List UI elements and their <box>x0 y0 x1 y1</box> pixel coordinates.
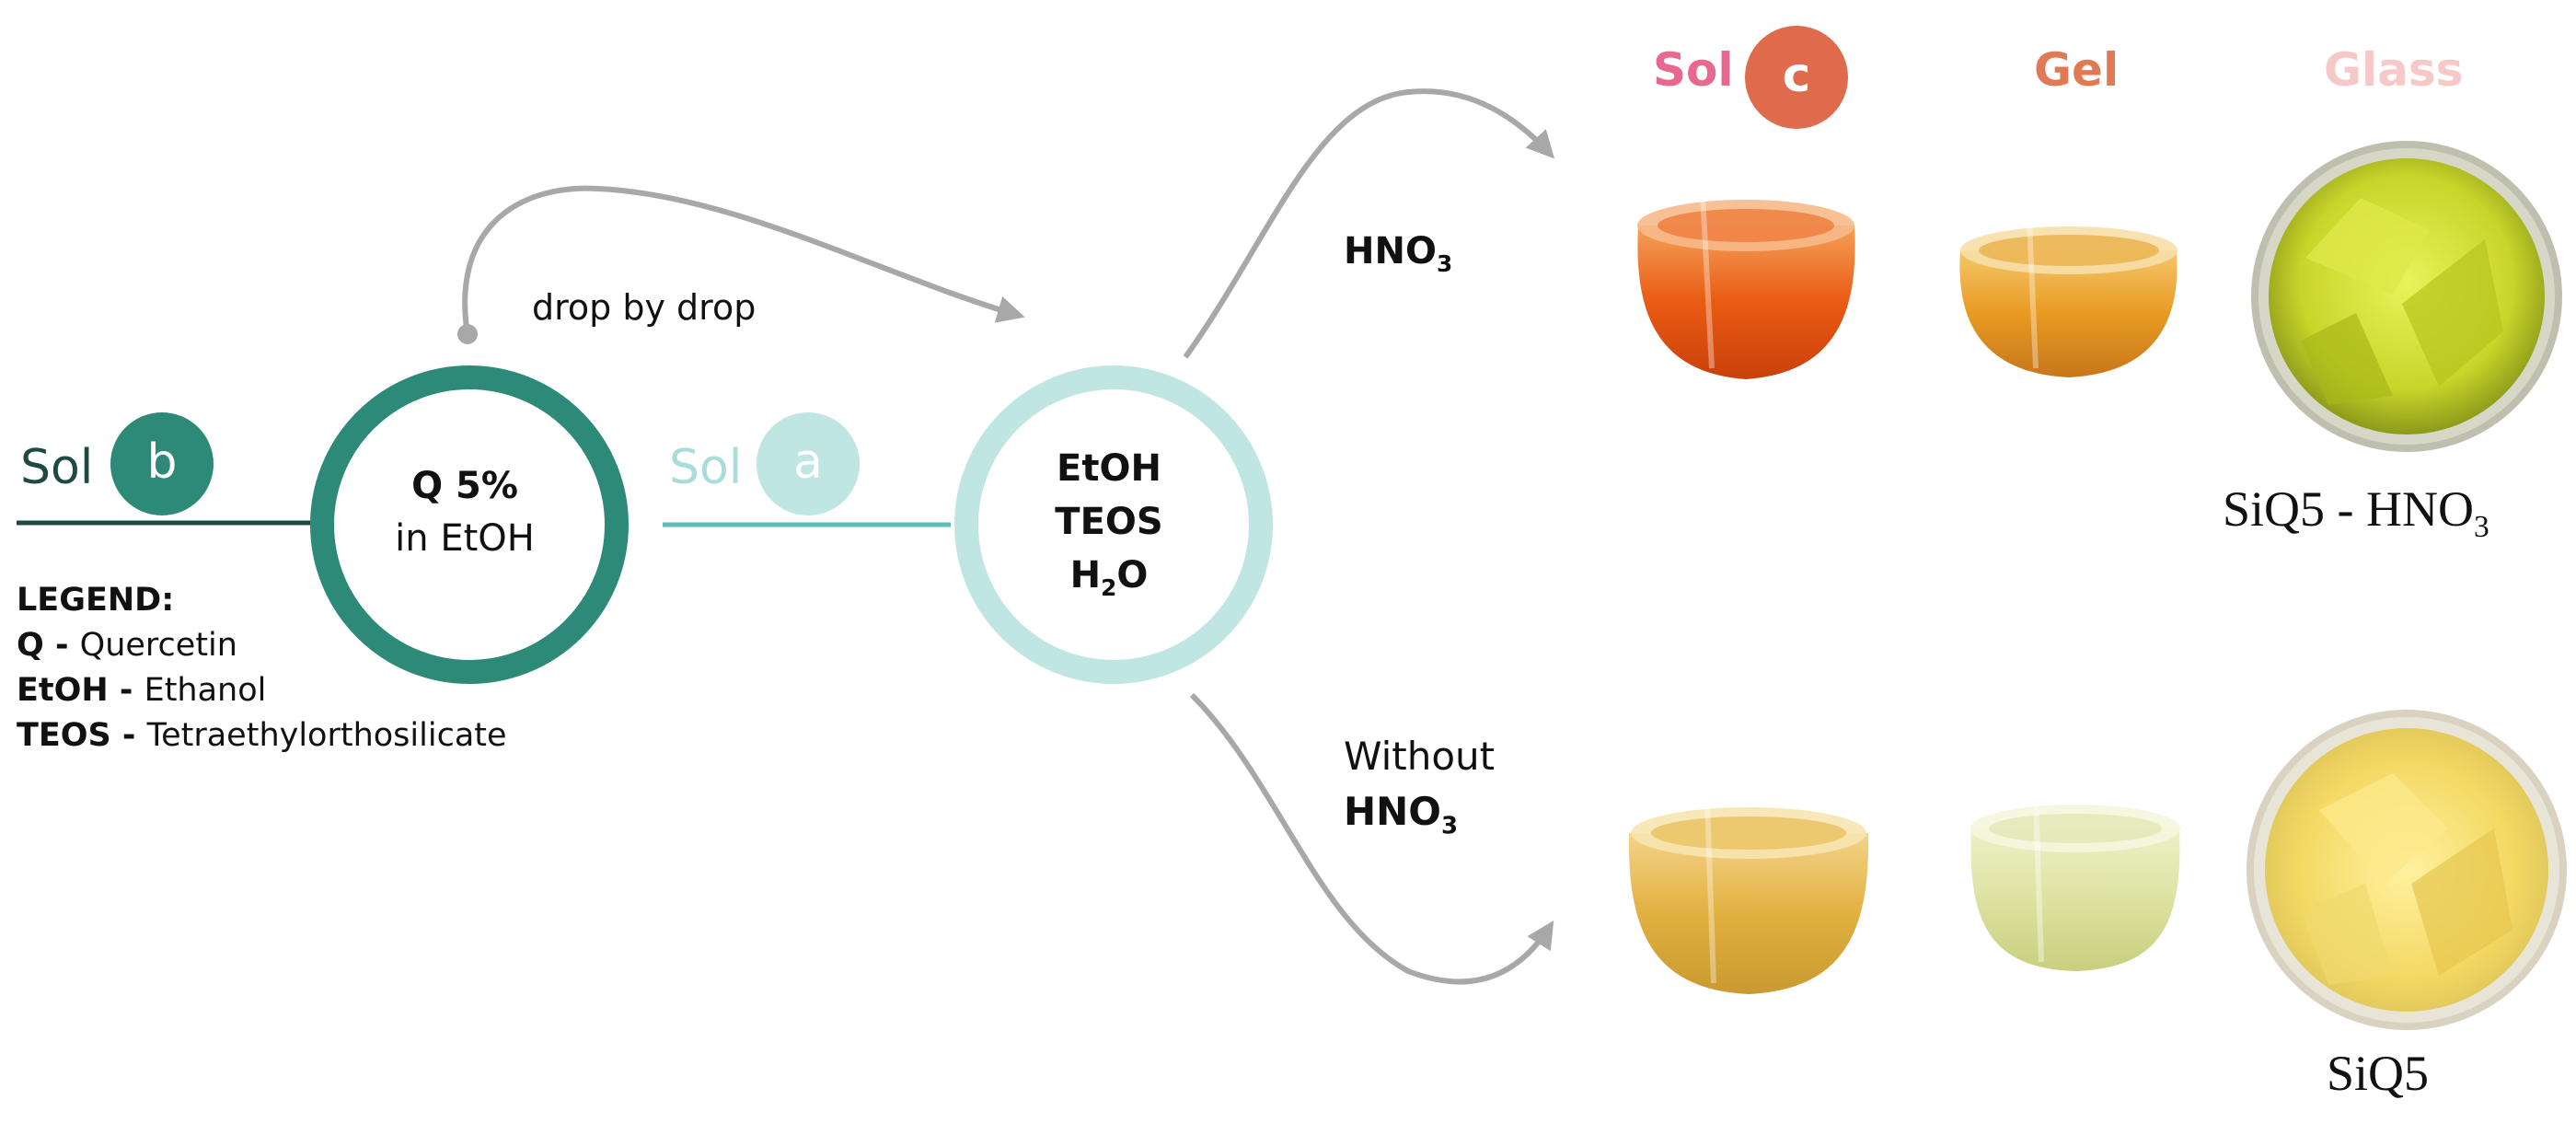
legend-sep: - <box>108 672 144 709</box>
column-title-glass: Glass <box>2324 43 2464 97</box>
sample-top-text: SiQ5 - HNO <box>2223 481 2475 537</box>
legend-sep: - <box>43 627 80 664</box>
branch-top-arrow <box>1183 88 1555 359</box>
drop-arrow <box>462 185 1025 335</box>
legend-key: TEOS <box>17 717 111 754</box>
hno-sub: 3 <box>1441 812 1459 840</box>
sample-top-sub: 3 <box>2474 509 2489 544</box>
mix-circle <box>954 365 1273 684</box>
sol-top-beaker <box>1637 192 1855 379</box>
sample-label-top: SiQ5 - HNO3 <box>2223 480 2489 545</box>
legend-item-q: Q - Quercetin <box>17 623 507 668</box>
water-h: H <box>1069 554 1102 596</box>
mix-line-water: H2O <box>953 549 1265 615</box>
sol-c-badge: c <box>1745 26 1848 129</box>
legend-item-teos: TEOS - Tetraethylorthosilicate <box>17 713 507 758</box>
legend-key: Q <box>17 627 44 664</box>
sol-b-badge: b <box>110 412 214 515</box>
q-circle-subtitle: in EtOH <box>395 517 535 560</box>
mix-line-etoh: EtOH <box>1057 447 1161 490</box>
hno-text: HNO <box>1344 230 1437 272</box>
drop-by-drop-label: drop by drop <box>532 287 757 328</box>
legend-value: Tetraethylorthosilicate <box>146 717 507 754</box>
water-o: O <box>1116 554 1149 596</box>
mix-circle-text: EtOH TEOS H2O <box>953 442 1265 615</box>
sample-label-bottom: SiQ5 <box>2327 1046 2430 1101</box>
gel-bottom-beaker <box>1970 800 2180 971</box>
legend-title: LEGEND: <box>17 582 175 619</box>
legend-value: Ethanol <box>144 672 267 709</box>
legend: LEGEND: Q - Quercetin EtOH - Ethanol TEO… <box>17 578 507 758</box>
sol-a-label: Sol <box>669 440 743 495</box>
hno-sub: 3 <box>1436 250 1453 277</box>
legend-key: EtOH <box>17 672 109 709</box>
legend-item-etoh: EtOH - Ethanol <box>17 668 507 713</box>
glass-bottom-dish <box>2247 710 2567 1030</box>
hno-text: HNO <box>1344 789 1442 834</box>
branch-bottom-hno3: HNO3 <box>1344 784 1495 853</box>
legend-sep: - <box>110 717 147 754</box>
sol-b-label: Sol <box>20 440 94 495</box>
column-title-gel: Gel <box>2034 43 2120 97</box>
legend-value: Quercetin <box>79 627 237 664</box>
q-circle-title: Q 5% <box>411 465 518 507</box>
column-title-sol: Sol <box>1653 43 1734 97</box>
branch-top-label: HNO3 <box>1344 230 1452 277</box>
without-text: Without <box>1344 734 1496 779</box>
sol-a-badge: a <box>757 412 860 515</box>
branch-bottom-label: Without HNO3 <box>1344 729 1495 853</box>
gel-top-beaker <box>1959 220 2177 377</box>
mix-line-teos: TEOS <box>1055 501 1163 543</box>
water-sub: 2 <box>1101 574 1117 601</box>
q-circle <box>310 365 629 684</box>
sol-bottom-beaker <box>1628 800 1869 994</box>
glass-top-dish <box>2251 141 2562 452</box>
branch-bottom-arrow <box>1189 692 1554 985</box>
